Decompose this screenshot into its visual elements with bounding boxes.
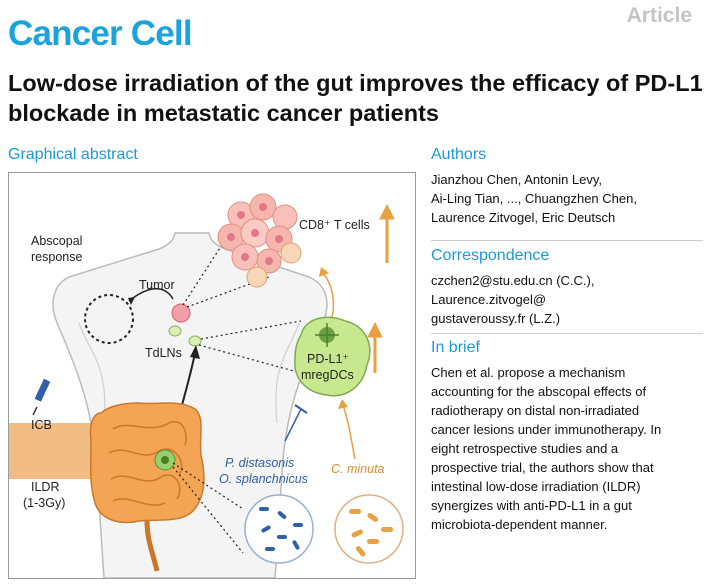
- correspondence-line[interactable]: Laurence.zitvogel@: [431, 292, 547, 307]
- correspondence-heading: Correspondence: [431, 247, 550, 264]
- label-tumor: Tumor: [139, 278, 175, 292]
- correspondence-line[interactable]: czchen2@stu.edu.cn (C.C.),: [431, 273, 595, 288]
- correspondence-line[interactable]: gustaveroussy.fr (L.Z.): [431, 311, 561, 326]
- bacteria-orange-icon: [334, 494, 404, 564]
- section-divider: [431, 333, 703, 334]
- in-brief-line: accounting for the abscopal effects of: [431, 384, 647, 399]
- graphical-abstract-figure: CD8⁺ T cells Abscopal response Tumor TdL…: [8, 172, 416, 579]
- gut-illustration-icon: [89, 402, 205, 572]
- label-icb: ICB: [31, 418, 52, 432]
- tumor-icon: [171, 303, 191, 323]
- label-ildr: ILDR: [31, 480, 59, 494]
- tdln-node-icon-2: [188, 335, 202, 347]
- section-divider: [431, 240, 703, 241]
- in-brief-line: microbiota-dependent manner.: [431, 517, 608, 532]
- authors-list: Jianzhou Chen, Antonin Levy, Ai-Ling Tia…: [431, 170, 703, 227]
- in-brief-line: Chen et al. propose a mechanism: [431, 365, 626, 380]
- in-brief-line: eight retrospective studies and a: [431, 441, 619, 456]
- authors-heading: Authors: [431, 146, 487, 163]
- label-o-splanchnicus: O. splanchnicus: [219, 472, 308, 486]
- label-abscopal: Abscopal: [31, 234, 82, 248]
- article-title: Low-dose irradiation of the gut improves…: [8, 70, 703, 126]
- label-response: response: [31, 250, 82, 264]
- journal-name: Cancer Cell: [8, 14, 193, 53]
- in-brief-line: cancer lesions under immunotherapy. In: [431, 422, 662, 437]
- tdln-node-icon: [168, 325, 182, 337]
- cd8-t-cell-cluster-icon: [217, 193, 302, 288]
- mregdc-cell-icon: [294, 316, 371, 397]
- syringe-icon: [32, 378, 51, 416]
- bacteria-blue-icon: [244, 494, 314, 564]
- author-line: Jianzhou Chen, Antonin Levy,: [431, 172, 603, 187]
- label-p-distasonis: P. distasonis: [225, 456, 294, 470]
- in-brief-line: intestinal low-dose irradiation (ILDR): [431, 479, 641, 494]
- label-ildr-dose: (1-3Gy): [23, 496, 65, 510]
- graphical-abstract-heading: Graphical abstract: [8, 146, 138, 163]
- in-brief-heading: In brief: [431, 339, 480, 356]
- in-brief-text: Chen et al. propose a mechanism accounti…: [431, 363, 703, 534]
- label-tdlns: TdLNs: [145, 346, 182, 360]
- article-type-label: Article: [626, 4, 692, 27]
- in-brief-line: synergizes with anti-PD-L1 in a gut: [431, 498, 632, 513]
- increase-arrow-icon: [367, 203, 395, 373]
- label-cd8-t-cells: CD8⁺ T cells: [299, 218, 370, 232]
- in-brief-line: radiotherapy on distal non-irradiated: [431, 403, 640, 418]
- abscopal-lesion-outline: [84, 294, 134, 344]
- in-brief-line: prospective trial, the authors show that: [431, 460, 654, 475]
- label-pd-l1: PD-L1⁺: [307, 352, 349, 366]
- author-line: Laurence Zitvogel, Eric Deutsch: [431, 210, 616, 225]
- correspondence-list: czchen2@stu.edu.cn (C.C.), Laurence.zitv…: [431, 271, 703, 328]
- author-line: Ai-Ling Tian, ..., Chuangzhen Chen,: [431, 191, 637, 206]
- label-mregdcs: mregDCs: [301, 368, 354, 382]
- label-c-minuta: C. minuta: [331, 462, 385, 476]
